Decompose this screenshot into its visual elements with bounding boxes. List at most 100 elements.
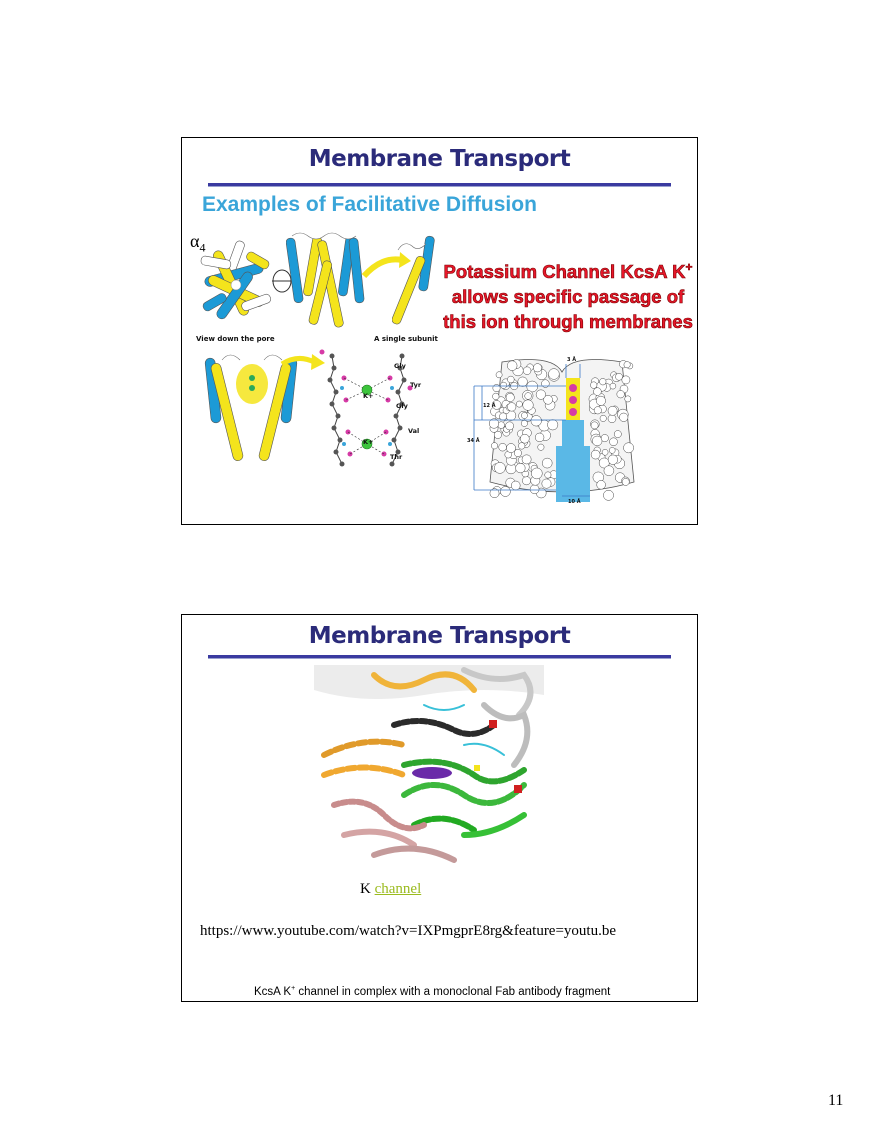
atom-sphere [495,371,503,379]
ion-label: K+ [363,392,374,400]
atom-sphere [624,395,632,403]
atom-sphere [595,395,606,406]
page-number: 11 [828,1092,844,1109]
atom-sphere [543,395,553,405]
atom-sphere [621,375,631,385]
atom-sphere [492,392,500,400]
atom-sphere [505,421,514,431]
kcsa-fab-complex-ribbon-image [314,665,544,873]
atom-sphere [603,489,614,501]
atom-sphere [521,454,532,465]
atom-sphere [623,361,631,369]
slide-subtitle: Examples of Facilitative Diffusion [202,193,537,216]
atom-sphere [533,363,542,373]
atom-sphere [615,373,623,381]
atom-sphere [613,430,622,438]
atom-sphere [623,442,634,454]
atom-sphere [608,447,616,454]
atom-sphere [517,376,528,387]
atom-sphere [541,457,553,469]
residue-label: Gly [396,402,408,410]
atom-sphere [590,449,601,460]
atom-sphere [599,378,607,386]
atom-sphere [547,419,559,431]
yellow-arrow-icon [362,252,411,279]
atom-sphere [600,434,609,443]
label-view-down-pore: View down the pore [196,335,275,343]
atom-sphere [499,412,508,421]
atom-sphere [521,412,528,419]
atom-sphere [493,430,502,439]
atom-sphere [592,435,603,447]
atom-sphere [607,414,617,423]
figure-caption: KcsA K+ channel in complex with a monocl… [254,985,611,998]
selectivity-filter-helices-figure [204,354,298,461]
atom-sphere [491,400,502,410]
atom-sphere [510,480,521,491]
dimension-label: 10 Å [568,499,581,505]
atom-sphere [531,467,543,480]
atom-sphere [530,415,542,427]
atom-sphere [515,400,523,408]
atom-sphere [498,443,507,452]
slide-title: Membrane Transport [308,623,571,649]
rotation-arrow-icon [272,269,292,293]
video-url[interactable]: https://www.youtube.com/watch?v=IXPmgprE… [200,923,617,939]
atom-sphere [544,471,552,479]
atom-sphere [491,442,498,450]
dimension-label: 3 Å [567,357,577,363]
atom-sphere [619,412,629,422]
residue-label: Thr [390,453,403,461]
atom-sphere [522,476,531,486]
atom-sphere [607,405,618,416]
atom-sphere [520,433,530,444]
atom-sphere [590,381,598,389]
atom-sphere [507,360,518,371]
slide-facilitative-diffusion: Membrane Transport Examples of Facilitat… [181,137,698,525]
atom-sphere [596,480,606,490]
atom-sphere [513,449,522,457]
atom-sphere [541,379,550,388]
pore-top-view-figure [200,240,271,320]
atom-sphere [488,418,500,429]
atom-sphere [522,399,534,411]
title-underline [208,183,671,187]
atom-sphere [616,390,625,399]
dimension-label: 34 Å [467,438,480,444]
label-single-subunit: A single subunit [374,335,438,343]
atom-sphere [500,381,508,389]
callout-line-2: allows specific passage of [451,286,685,308]
atom-sphere [507,375,515,384]
callout-line-3: this ion through membranes [443,311,693,333]
atom-sphere [590,421,599,430]
k-channel-line: K channel [360,881,422,897]
k-channel-link[interactable]: channel [374,881,422,897]
atom-sphere [599,414,607,422]
atom-sphere [529,484,540,495]
atom-sphere [492,384,501,393]
atom-sphere [593,406,602,415]
atom-sphere [593,387,602,396]
atom-sphere [601,449,609,456]
slide-title: Membrane Transport [308,146,571,172]
atom-sphere [535,389,546,400]
atom-sphere [500,486,511,497]
yellow-arrow-icon [280,354,325,370]
atom-sphere [522,366,532,375]
atom-sphere [609,382,617,390]
atom-sphere [603,465,615,476]
atom-sphere [534,432,545,443]
atom-sphere [507,402,517,412]
atom-sphere [524,392,532,400]
atom-sphere [621,478,630,486]
single-subunit-figure [392,235,435,325]
alpha4-label: α4 [190,231,206,255]
channel-side-view-figure [286,232,365,328]
residue-label: Val [408,427,420,435]
potassium-channel-callout: Potassium Channel KcsA K+ allows specifi… [430,255,706,334]
atom-sphere [518,442,526,450]
ion-label: K+ [363,438,374,446]
atom-sphere [537,443,545,451]
space-filling-channel-figure [473,359,635,502]
atom-sphere [494,462,506,474]
